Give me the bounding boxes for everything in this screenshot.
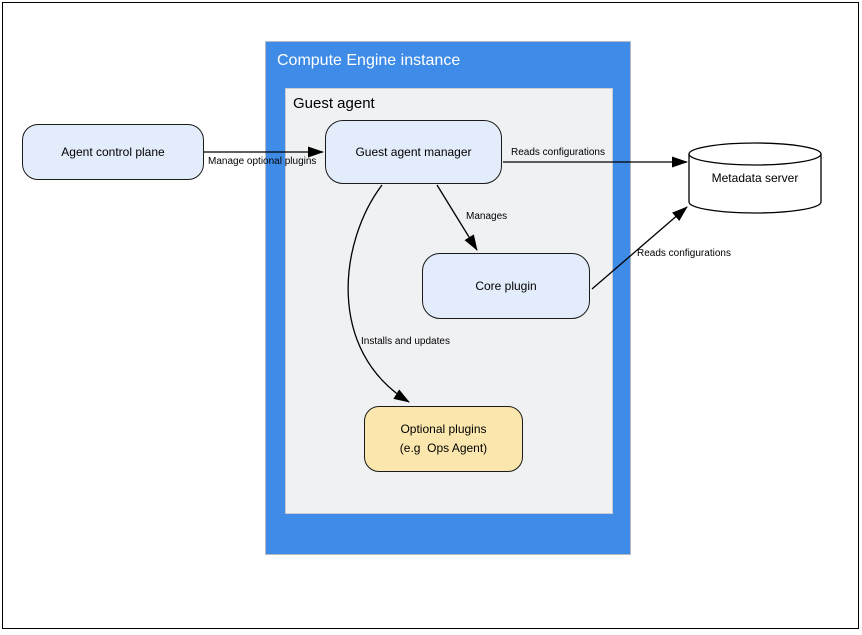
- edge-label-manage-optional-plugins: Manage optional plugins: [208, 156, 317, 167]
- node-optional-plugins: Optional plugins (e.g Ops Agent): [364, 406, 523, 472]
- edge-label-manages: Manages: [466, 211, 508, 222]
- edge-manages: [436, 184, 478, 251]
- edge-label-core-reads-configurations: Reads configurations: [637, 248, 731, 259]
- node-metadata-server: Metadata server: [689, 154, 821, 202]
- compute-engine-instance-label: Compute Engine instance: [277, 52, 461, 69]
- edge-label-manager-reads-configurations: Reads configurations: [511, 147, 605, 158]
- core-plugin-label: Core plugin: [475, 278, 537, 293]
- optional-plugins-label-line2: (e.g Ops Agent): [399, 441, 488, 455]
- agent-control-plane-label: Agent control plane: [61, 144, 165, 159]
- edge-label-installs-and-updates: Installs and updates: [361, 336, 450, 347]
- node-guest-agent-manager: Guest agent manager: [325, 120, 502, 184]
- guest-agent-label: Guest agent: [293, 95, 375, 112]
- metadata-server-cylinder-shape: [688, 142, 822, 214]
- edge-installs-and-updates: [347, 184, 410, 403]
- metadata-server-label: Metadata server: [711, 171, 799, 185]
- node-agent-control-plane: Agent control plane: [22, 124, 204, 180]
- edge-core-reads-configurations: [591, 206, 688, 290]
- guest-agent-manager-label: Guest agent manager: [355, 144, 472, 159]
- optional-plugins-label-line1: Optional plugins: [400, 422, 487, 436]
- node-core-plugin: Core plugin: [422, 253, 590, 319]
